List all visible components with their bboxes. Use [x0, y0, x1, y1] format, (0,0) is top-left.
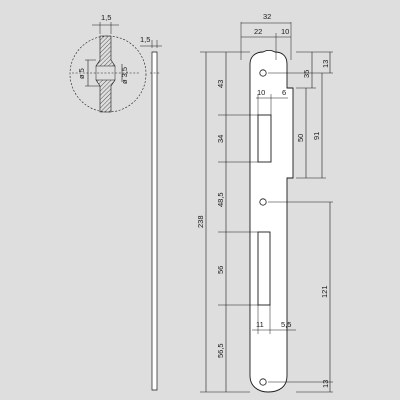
slot-top-offset-label: 35 — [302, 70, 311, 78]
dim-48-5-label: 48,5 — [216, 192, 225, 207]
plate-section-lower — [95, 79, 116, 113]
side-thickness-label: 1,5 — [140, 35, 150, 44]
detail-outer-dia-label: ø 5 — [77, 68, 86, 79]
slot-right-offset-label: 6 — [282, 88, 286, 97]
lower-slot — [257, 231, 271, 306]
tab-bottom-offset-label: 91 — [312, 132, 321, 140]
front-view: 32 22 10 13 35 50 91 121 13 10 6 — [196, 12, 333, 393]
bottom-span-label: 121 — [320, 285, 329, 298]
dim-56-5-label: 56,5 — [216, 343, 225, 358]
lower-slot-width-label: 11 — [256, 320, 264, 329]
width-right-label: 10 — [281, 27, 289, 36]
upper-slot — [257, 114, 272, 163]
strike-plate-body — [249, 50, 294, 393]
total-height-label: 238 — [196, 215, 205, 228]
total-width-label: 32 — [263, 12, 271, 21]
hole-detail-view: 1,5 ø 5 ø 3,5 — [69, 13, 147, 113]
middle-screw-hole — [259, 198, 267, 206]
slot-width-label: 10 — [257, 88, 265, 97]
tab-height-label: 50 — [296, 134, 305, 142]
detail-inner-dia-label: ø 3,5 — [120, 67, 129, 84]
dim-56-label: 56 — [216, 266, 225, 274]
side-view: 1,5 — [140, 35, 162, 391]
dim-34-label: 34 — [216, 135, 225, 143]
width-left-label: 22 — [254, 27, 262, 36]
top-screw-hole — [259, 69, 267, 77]
bottom-hole-offset-label: 13 — [321, 380, 330, 388]
bottom-screw-hole — [259, 378, 267, 386]
dim-43-label: 43 — [216, 80, 225, 88]
detail-thickness-label: 1,5 — [101, 13, 111, 22]
lower-slot-offset-label: 5,5 — [281, 320, 291, 329]
top-hole-offset-label: 13 — [321, 60, 330, 68]
plate-section-upper — [95, 35, 116, 67]
side-profile — [151, 51, 158, 391]
